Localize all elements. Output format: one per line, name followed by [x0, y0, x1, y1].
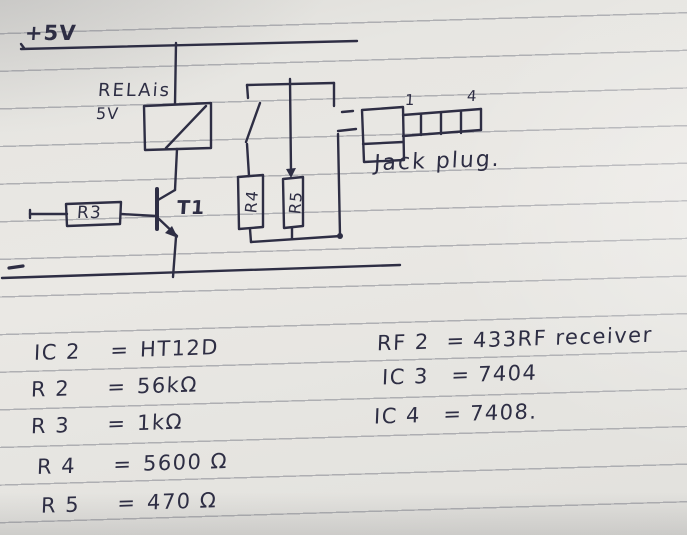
equals-sign: =: [109, 337, 131, 363]
part-name: IC 3: [381, 363, 430, 390]
part-value: 7404: [477, 360, 538, 387]
equals-sign: =: [450, 362, 472, 388]
ground-rail: [0, 263, 402, 280]
equals-sign: =: [112, 451, 134, 477]
jack-plug-symbol: [360, 105, 483, 164]
part-value: HT12D: [139, 335, 220, 362]
resistor-r4-symbol: [236, 173, 265, 244]
emitter-arrow: [165, 226, 178, 238]
part-name: RF 2: [376, 329, 431, 356]
part-value: 5600 Ω: [142, 448, 229, 476]
jack-pin-1-label: 1: [404, 91, 417, 109]
part-name: IC 4: [373, 403, 422, 429]
part-value: 56kΩ: [136, 372, 199, 399]
jack-plug-caption: Jack plug.: [373, 146, 502, 177]
r5-wire-arrow: [286, 168, 296, 178]
jack-pin-4-label: 4: [466, 87, 479, 105]
part-name: R 5: [40, 492, 81, 518]
resistor-r5-label: R5: [285, 189, 306, 216]
relay-voltage-label: 5V: [95, 104, 120, 123]
part-value: 470 Ω: [146, 488, 218, 515]
relay-name-label: RELAis: [97, 80, 172, 101]
parts-row-r3: R 3 = 1kΩ: [31, 410, 184, 439]
relay-symbol: [142, 101, 213, 192]
resistor-r3-label: R3: [76, 203, 103, 223]
parts-row-ic3: IC 3 = 7404: [382, 361, 538, 390]
part-name: R 2: [30, 376, 71, 402]
part-value: 7408.: [469, 399, 539, 426]
bottom-connector-wire: [249, 81, 358, 244]
part-name: R 4: [36, 453, 77, 480]
equals-sign: =: [116, 490, 138, 516]
part-name: R 3: [30, 413, 71, 439]
supply-voltage-label: +5V: [24, 21, 78, 45]
equals-sign: =: [106, 374, 128, 400]
resistor-r5-symbol: [281, 77, 305, 241]
resistor-r3-symbol: [28, 200, 158, 228]
part-name: IC 2: [33, 339, 82, 365]
transistor-label: T1: [176, 197, 206, 219]
supply-rail: [19, 39, 359, 106]
equals-sign: =: [442, 401, 464, 427]
resistor-r4-label: R4: [241, 188, 262, 215]
part-value: 1kΩ: [136, 409, 184, 436]
transistor-symbol: [155, 187, 179, 279]
equals-sign: =: [446, 328, 467, 354]
equals-sign: =: [106, 411, 127, 437]
